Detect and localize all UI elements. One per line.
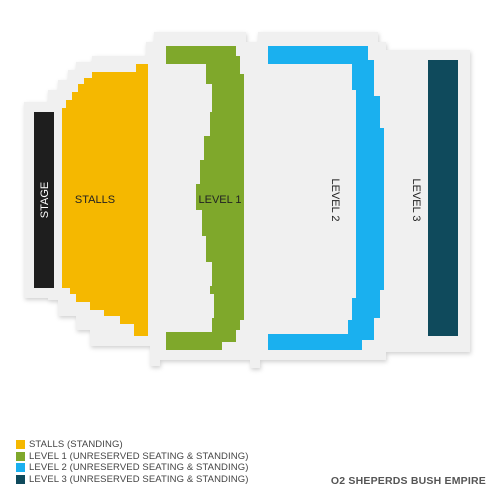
section-stage[interactable]: [34, 112, 54, 288]
legend-item-level1[interactable]: LEVEL 1 (UNRESERVED SEATING & STANDING): [16, 451, 248, 463]
legend-item-level2[interactable]: LEVEL 2 (UNRESERVED SEATING & STANDING): [16, 462, 248, 474]
section-level3[interactable]: [428, 60, 458, 336]
section-stalls-label: STALLS: [75, 194, 115, 206]
legend: STALLS (STANDING) LEVEL 1 (UNRESERVED SE…: [16, 439, 248, 485]
legend-label-stalls: STALLS (STANDING): [29, 439, 123, 451]
legend-swatch-level2: [16, 463, 25, 473]
section-stalls[interactable]: [62, 64, 148, 336]
legend-swatch-level1: [16, 451, 25, 461]
legend-item-level3[interactable]: LEVEL 3 (UNRESERVED SEATING & STANDING): [16, 474, 248, 486]
legend-label-level3: LEVEL 3 (UNRESERVED SEATING & STANDING): [29, 473, 249, 485]
section-level2-label: LEVEL 2: [329, 178, 341, 221]
legend-label-level2: LEVEL 2 (UNRESERVED SEATING & STANDING): [29, 462, 249, 474]
legend-label-level1: LEVEL 1 (UNRESERVED SEATING & STANDING): [29, 450, 249, 462]
section-level1-label: LEVEL 1: [198, 194, 241, 206]
section-level1[interactable]: [166, 46, 244, 350]
section-stage-label: STAGE: [39, 182, 51, 218]
legend-swatch-stalls: [16, 440, 25, 450]
section-level2[interactable]: [268, 46, 384, 350]
venue-name: O2 SHEPERDS BUSH EMPIRE: [330, 475, 486, 487]
legend-swatch-level3: [16, 474, 25, 484]
legend-item-stalls[interactable]: STALLS (STANDING): [16, 439, 248, 451]
section-level3-label: LEVEL 3: [410, 178, 422, 221]
